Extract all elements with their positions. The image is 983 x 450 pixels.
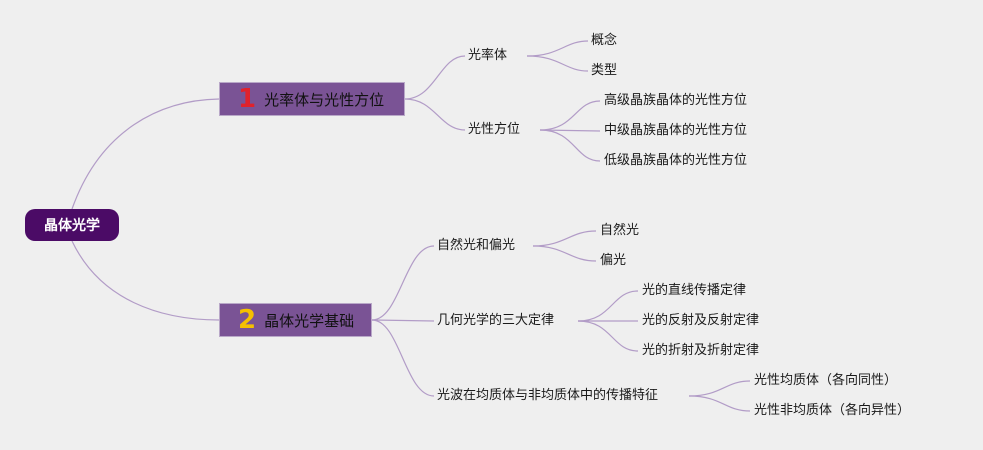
connector-b1-c1	[404, 55, 466, 100]
connector-d3-l2	[688, 395, 751, 412]
branch-node-2[interactable]: 2 晶体光学基础	[219, 303, 372, 337]
connector-d1-l1	[532, 230, 597, 247]
connector-c1-l1	[526, 40, 589, 57]
leaf-node[interactable]: 概念	[591, 33, 618, 48]
connector-c2-l2	[539, 129, 601, 132]
leaf-node[interactable]: 光的折射及折射定律	[642, 343, 760, 358]
leaf-node[interactable]: 类型	[591, 63, 618, 78]
connector-c2-l1	[539, 100, 601, 131]
connector-d3-l1	[688, 380, 751, 397]
leaf-node[interactable]: 光的反射及反射定律	[642, 313, 760, 328]
leaf-node[interactable]: 中级晶族晶体的光性方位	[604, 123, 748, 138]
leaf-node[interactable]: 光性均质体（各向同性）	[754, 373, 898, 388]
topic-node[interactable]: 几何光学的三大定律	[437, 313, 555, 328]
topic-node[interactable]: 光波在均质体与非均质体中的传播特征	[437, 388, 659, 403]
connector-b1-c2	[404, 98, 466, 131]
branch-number-2: 2	[238, 305, 257, 335]
connector-d2-l3	[577, 320, 639, 352]
branch-label-1: 光率体与光性方位	[264, 90, 385, 109]
branch-node-1[interactable]: 1 光率体与光性方位	[219, 82, 405, 116]
branch-label-2: 晶体光学基础	[264, 311, 355, 330]
connector-c2-l3	[539, 129, 601, 162]
root-node[interactable]: 晶体光学	[25, 209, 119, 241]
leaf-node[interactable]: 光性非均质体（各向异性）	[754, 403, 911, 418]
leaf-node[interactable]: 偏光	[600, 253, 627, 268]
leaf-node[interactable]: 高级晶族晶体的光性方位	[604, 93, 748, 108]
connector-root-branch1	[71, 98, 220, 210]
connector-b2-c2	[371, 319, 435, 322]
topic-node[interactable]: 自然光和偏光	[437, 238, 516, 253]
leaf-node[interactable]: 低级晶族晶体的光性方位	[604, 153, 748, 168]
leaf-node[interactable]: 光的直线传播定律	[642, 283, 747, 298]
branch-number-1: 1	[238, 84, 257, 114]
connector-root-branch2	[71, 240, 220, 321]
connector-d2-l1	[577, 290, 639, 322]
connector-b2-c1	[371, 245, 435, 321]
topic-node[interactable]: 光率体	[468, 48, 508, 63]
connector-c1-l2	[526, 55, 589, 72]
connector-b2-c3	[371, 319, 435, 397]
leaf-node[interactable]: 自然光	[600, 223, 640, 238]
connector-d1-l2	[532, 245, 597, 262]
topic-node[interactable]: 光性方位	[468, 122, 521, 137]
